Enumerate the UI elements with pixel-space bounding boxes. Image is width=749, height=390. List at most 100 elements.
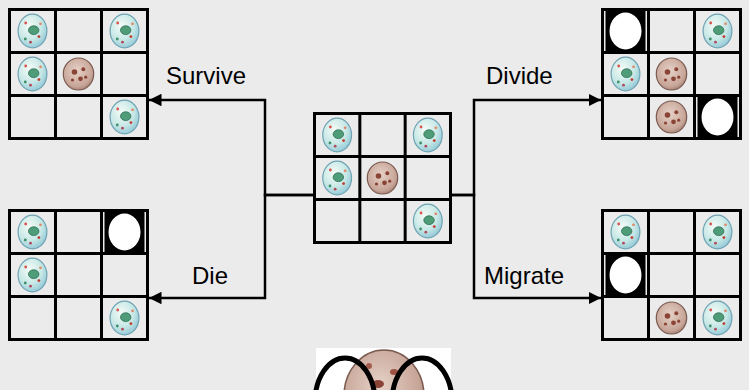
- cell-spot: [84, 76, 87, 79]
- grid-box: [601, 8, 742, 140]
- cell-spot: [424, 145, 427, 148]
- cell-body: [413, 204, 442, 238]
- cell-spot: [617, 65, 620, 68]
- cell-grid: [601, 209, 742, 341]
- arrow-connector: [149, 195, 313, 298]
- cell-spot: [677, 76, 680, 79]
- grid-line: [647, 8, 650, 140]
- edge-label: Survive: [164, 62, 248, 90]
- cell-spot: [671, 76, 676, 81]
- cell-body: [18, 57, 47, 91]
- cell-body: [703, 301, 732, 335]
- cell-nucleus: [333, 130, 343, 139]
- cell-spot: [709, 22, 712, 25]
- grid-line: [601, 252, 742, 255]
- cell-spot: [81, 67, 85, 71]
- cell-spot: [671, 320, 676, 325]
- cell-body: [611, 57, 640, 91]
- cell-spot: [382, 180, 387, 185]
- cell-spot: [29, 41, 32, 44]
- cell-body: [323, 118, 352, 152]
- grid-line: [8, 8, 149, 11]
- cell-nucleus: [622, 227, 632, 236]
- cell-spot: [29, 285, 32, 288]
- cell-body: [413, 118, 442, 152]
- cell-body: [703, 14, 732, 48]
- cell-spot: [622, 84, 625, 87]
- cell-spot: [39, 65, 42, 68]
- cell-spot: [130, 322, 133, 325]
- grid-line: [693, 8, 696, 140]
- empty-site: [698, 97, 738, 137]
- cell-spot: [622, 242, 625, 245]
- grid-box: [8, 209, 149, 341]
- cell-spot: [424, 231, 427, 234]
- grid-box: [601, 209, 742, 341]
- grid-line: [8, 8, 11, 140]
- cell-spot: [434, 212, 437, 215]
- arrow-connector: [452, 195, 601, 298]
- cell-grid: [8, 8, 149, 140]
- grid-line: [8, 252, 149, 255]
- cell-spot: [709, 223, 712, 226]
- cell-spot: [709, 309, 712, 312]
- cell-spot: [334, 188, 337, 191]
- cell-body: [110, 301, 139, 335]
- cell-spot: [116, 124, 119, 127]
- cell-spot: [677, 119, 680, 122]
- cell-body: [611, 215, 640, 249]
- grid-line: [8, 94, 149, 97]
- cell-spot: [617, 81, 620, 84]
- cell-spot: [342, 182, 345, 185]
- cell-spot: [631, 236, 634, 239]
- cell-spot: [632, 223, 635, 226]
- cell-nucleus: [29, 227, 39, 236]
- grid-line: [601, 338, 742, 341]
- empty-site: [606, 255, 646, 295]
- cell-spot: [665, 313, 671, 319]
- grid-line: [601, 295, 742, 298]
- empty-site: [610, 13, 642, 50]
- cell-nucleus: [333, 173, 343, 182]
- cell-spot: [376, 173, 382, 179]
- cell-spot: [131, 108, 134, 111]
- cell-spot: [674, 67, 678, 71]
- cell-spot: [78, 76, 83, 81]
- cell-nucleus: [714, 313, 724, 322]
- grid-box: [313, 112, 452, 244]
- cell-body: [656, 58, 686, 90]
- cell-spot: [714, 242, 717, 245]
- cell-spot: [130, 35, 133, 38]
- cell-spot: [723, 322, 726, 325]
- cell-nucleus: [622, 69, 632, 78]
- cell-body: [323, 161, 352, 195]
- cell-body: [18, 14, 47, 48]
- grid-line: [54, 209, 57, 341]
- grid-line: [601, 8, 604, 140]
- cell-spot: [130, 121, 133, 124]
- cell-spot: [664, 78, 667, 81]
- grid-line: [601, 8, 742, 11]
- edge-label: Migrate: [482, 262, 566, 290]
- cell-spot: [714, 41, 717, 44]
- cell-body: [63, 58, 93, 90]
- cell-spot: [631, 78, 634, 81]
- cell-spot: [665, 69, 671, 75]
- cell-spot: [39, 22, 42, 25]
- cell-spot: [329, 185, 332, 188]
- cell-spot: [420, 212, 423, 215]
- cell-spot: [329, 126, 332, 129]
- cell-spot: [375, 182, 378, 185]
- grid-line: [100, 8, 103, 140]
- grid-line: [8, 338, 149, 341]
- cell-spot: [724, 309, 727, 312]
- cell-spot: [71, 78, 74, 81]
- grid-line: [601, 51, 742, 54]
- grid-line: [449, 112, 452, 244]
- arrow-connector: [452, 100, 601, 195]
- cell-spot: [39, 223, 42, 226]
- grid-line: [146, 209, 149, 341]
